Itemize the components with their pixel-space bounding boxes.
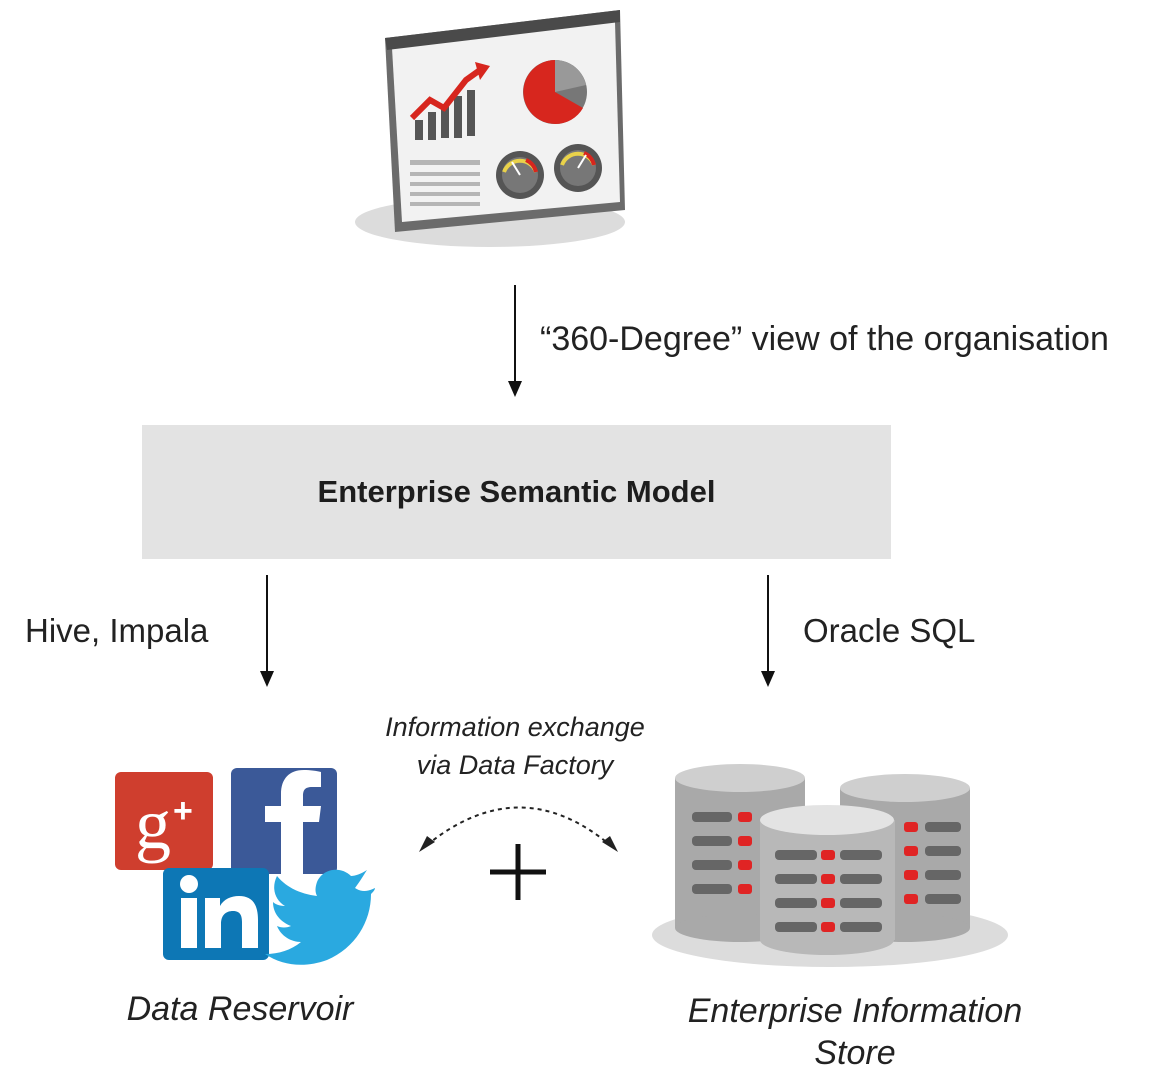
exchange-arc — [419, 806, 618, 852]
google-plus-icon: g + — [115, 772, 213, 870]
database-icon — [652, 764, 1008, 967]
eis-label-line1: Enterprise Information — [687, 992, 1023, 1030]
svg-text:g: g — [135, 784, 171, 864]
eis-label-line2: Store — [814, 1034, 896, 1072]
left-arrow — [260, 575, 274, 687]
view-label: “360-Degree” view of the organisation — [540, 320, 1109, 358]
svg-text:+: + — [173, 792, 193, 830]
right-arrow — [761, 575, 775, 687]
dashboard-icon — [355, 10, 625, 247]
semantic-model-box: Enterprise Semantic Model — [142, 425, 891, 559]
top-arrow — [508, 285, 522, 397]
hive-impala-label: Hive, Impala — [25, 612, 209, 649]
linkedin-icon — [163, 868, 269, 960]
exchange-label: Information exchange via Data Factory — [350, 708, 680, 784]
twitter-icon — [265, 869, 375, 965]
enterprise-information-store-label: Enterprise Information Store — [630, 990, 1080, 1074]
plus-icon — [490, 844, 546, 900]
data-reservoir-label: Data Reservoir — [126, 990, 354, 1028]
facebook-icon — [231, 768, 337, 874]
oracle-sql-label: Oracle SQL — [803, 612, 976, 649]
social-icons: g + — [115, 768, 375, 965]
exchange-label-line2: via Data Factory — [416, 750, 614, 780]
exchange-label-line1: Information exchange — [385, 712, 645, 742]
semantic-model-title: Enterprise Semantic Model — [317, 474, 716, 509]
